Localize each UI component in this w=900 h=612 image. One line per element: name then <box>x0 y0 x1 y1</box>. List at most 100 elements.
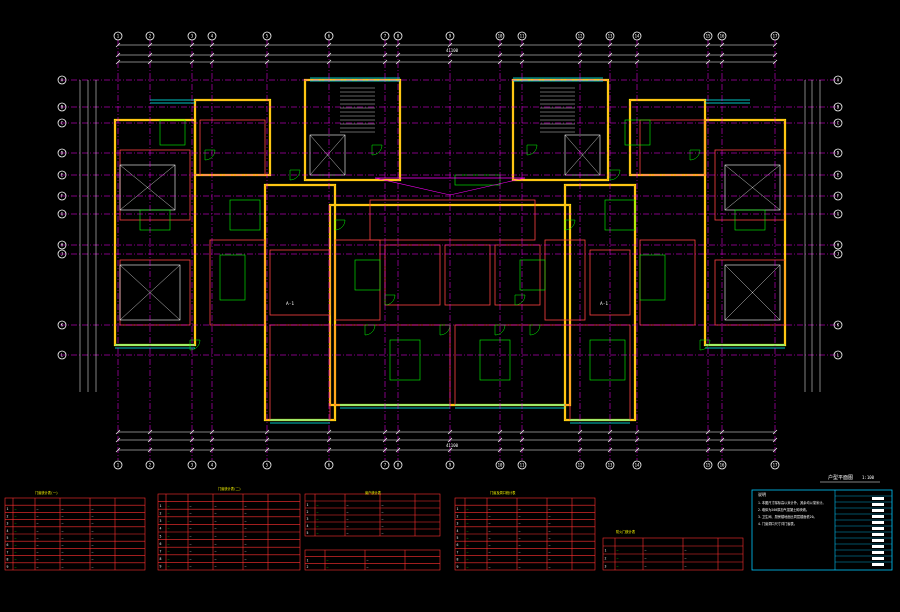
wall-outline <box>304 79 401 181</box>
table-cell-text: — <box>215 512 217 516</box>
table-cell-text: 5 <box>7 536 9 540</box>
table-cell-text: 7 <box>457 550 459 554</box>
table-cell-text: — <box>168 512 170 516</box>
table-cell-text: — <box>168 557 170 561</box>
table-cell-text: — <box>92 550 94 554</box>
room-outline <box>119 259 191 326</box>
table-cell-text: — <box>519 550 521 554</box>
wall <box>303 78 402 182</box>
dimension-tick <box>115 429 121 435</box>
table-cell-text: — <box>467 558 469 562</box>
furniture <box>734 209 766 231</box>
table-cell-text: — <box>15 543 17 547</box>
table-cell-text: 3 <box>160 519 162 523</box>
table-border <box>304 549 441 571</box>
grid-axes: 1122334455667788991010111112121313141415… <box>57 31 843 470</box>
table-cell-text: — <box>245 527 247 531</box>
table-cell-text: 2 <box>7 514 9 518</box>
table-cell-text: — <box>15 558 17 562</box>
door-swing <box>699 339 711 351</box>
dimension-tick <box>705 429 711 435</box>
legend-border <box>751 489 893 571</box>
table-cell-text: 4 <box>457 529 459 533</box>
table-cell-text: — <box>519 507 521 511</box>
dimension-tick <box>577 447 583 453</box>
dimension-tick <box>326 59 332 65</box>
table-cell-text: — <box>15 529 17 533</box>
table-cell-text: — <box>327 565 329 569</box>
table-cell-text: — <box>519 514 521 518</box>
dimension-tick <box>705 52 711 58</box>
dimension-tick <box>264 52 270 58</box>
dimension-tick <box>497 429 503 435</box>
table-cell-text: — <box>467 529 469 533</box>
axis-label: 9 <box>449 463 452 468</box>
axis-label: 1 <box>117 34 120 39</box>
table-cell-text: — <box>245 512 247 516</box>
table-cell-text: — <box>190 512 192 516</box>
dimension-tick <box>772 429 778 435</box>
shaft-cross <box>724 164 781 211</box>
dimension-tick <box>607 437 613 443</box>
table-cell-text: — <box>549 522 551 526</box>
table-cell-text: — <box>215 534 217 538</box>
table-cell-text: — <box>62 529 64 533</box>
axis-label: 4 <box>211 463 214 468</box>
axis-label: A <box>61 78 64 83</box>
table-cell-text: 8 <box>7 558 9 562</box>
legend-swatch <box>872 533 884 536</box>
door-swing <box>609 169 621 181</box>
table-cell-text: — <box>215 565 217 569</box>
furniture <box>454 174 501 186</box>
axis-label: 2 <box>149 34 152 39</box>
table-cell-text: — <box>549 514 551 518</box>
axis-label: L <box>837 353 840 358</box>
axis-label: 16 <box>720 34 725 39</box>
table-cell-text: — <box>382 531 384 535</box>
dimension-tick <box>326 447 332 453</box>
table-title-4: 门窗及洞口统计表 <box>490 490 516 495</box>
table-cell-text: — <box>245 557 247 561</box>
dimension-tick <box>326 42 332 48</box>
dimension-tick <box>719 52 725 58</box>
legend-swatch <box>872 545 884 548</box>
table-cell-text: 2 <box>307 565 309 569</box>
shaft-cross <box>724 264 781 321</box>
axis-label: B <box>61 105 64 110</box>
dimension-tick <box>607 42 613 48</box>
table-cell-text: — <box>382 510 384 514</box>
roof-line <box>449 177 526 196</box>
axis-label: 16 <box>720 463 725 468</box>
table-cell-text: — <box>489 550 491 554</box>
plan-title: 户型平面图 <box>828 474 853 481</box>
dimension-tick <box>209 429 215 435</box>
table-cell-text: — <box>347 503 349 507</box>
axis-bubble-top: 8 <box>393 31 403 41</box>
door-swing <box>439 324 451 336</box>
table-cell-text: — <box>92 558 94 562</box>
dimension-tick <box>189 437 195 443</box>
table-cell-text: — <box>317 531 319 535</box>
wall <box>703 118 787 347</box>
door-swing <box>689 149 701 161</box>
table-cell-text: — <box>489 529 491 533</box>
axis-label: K <box>837 323 840 328</box>
table-cell-text: — <box>62 543 64 547</box>
table-cell-text: — <box>617 557 619 561</box>
dimension-tick <box>382 59 388 65</box>
table-cell-text: — <box>37 507 39 511</box>
dimension-tick <box>189 429 195 435</box>
dimension-tick <box>772 42 778 48</box>
axis-label: 14 <box>635 34 640 39</box>
axis-bubble-bottom: 4 <box>207 460 217 470</box>
legend-swatch <box>872 521 884 524</box>
table-cell-text: 2 <box>457 514 459 518</box>
wall <box>263 183 337 422</box>
axis-bubble-top: 9 <box>445 31 455 41</box>
table-cell-text: — <box>489 522 491 526</box>
axis-label: C <box>61 121 64 126</box>
legend-swatch <box>872 497 884 500</box>
unit-label-left: A-1 <box>286 301 294 307</box>
room-outline <box>494 244 541 306</box>
